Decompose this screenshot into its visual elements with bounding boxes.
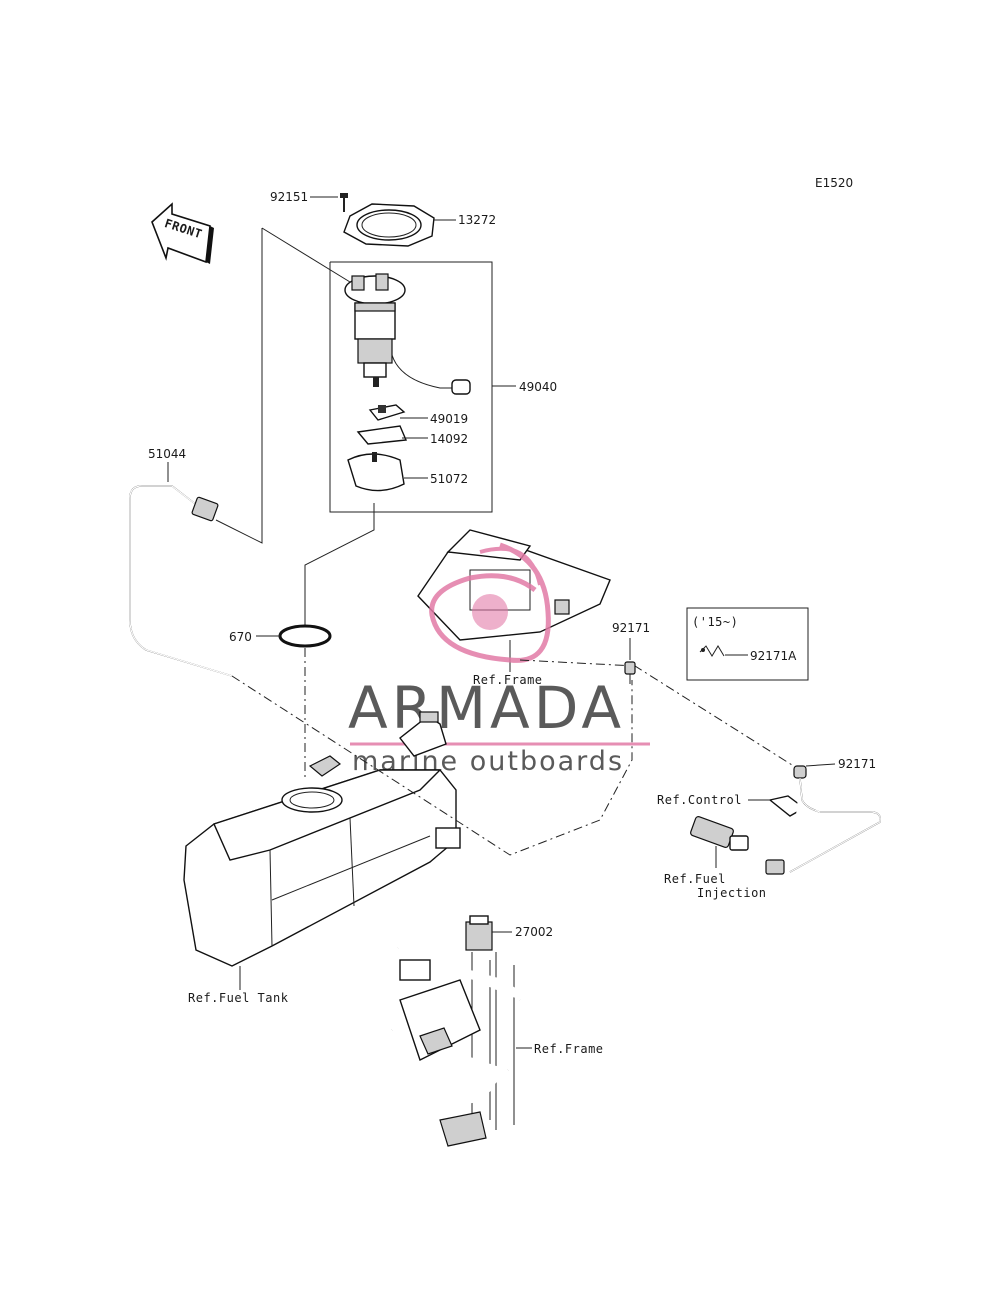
armada-watermark-logo bbox=[350, 542, 650, 746]
front-arrow-icon: FRONT bbox=[151, 202, 214, 264]
ref-frame-bottom: Ref.Frame bbox=[534, 1042, 604, 1056]
ref-fuel-injection-line2: Injection bbox=[697, 886, 767, 900]
o-ring-670-icon bbox=[278, 624, 332, 648]
watermark-title: ARMADA bbox=[348, 674, 625, 742]
label-92171-top: 92171 bbox=[612, 621, 650, 635]
routing-line-1 bbox=[231, 675, 633, 856]
fuel-injector-ref bbox=[690, 816, 749, 851]
label-27002: 27002 bbox=[515, 925, 553, 939]
label-92171A: 92171A bbox=[750, 649, 797, 663]
leader-to-oring bbox=[304, 503, 375, 625]
label-14092: 14092 bbox=[430, 432, 468, 446]
label-670: 670 bbox=[229, 630, 252, 644]
clamp-92171-top-icon bbox=[624, 661, 636, 684]
bolt-92151-icon bbox=[340, 193, 348, 212]
label-13272: 13272 bbox=[458, 213, 496, 227]
label-92171-right: 92171 bbox=[838, 757, 876, 771]
fuel-pump-assembly-icon bbox=[344, 273, 471, 395]
label-51072: 51072 bbox=[430, 472, 468, 486]
diagram-code: E1520 bbox=[815, 176, 853, 190]
fuel-tank-ref bbox=[183, 711, 461, 990]
relay-27002-icon bbox=[465, 915, 493, 951]
frame-bottom-ref bbox=[385, 945, 522, 1147]
ref-fuel-injection-line1: Ref.Fuel bbox=[664, 872, 726, 886]
injection-connector-icon bbox=[765, 859, 785, 875]
clamp-92171A-icon bbox=[699, 645, 725, 657]
fuel-hose-51044 bbox=[129, 485, 233, 677]
ref-control: Ref.Control bbox=[657, 793, 742, 807]
leader-hose-connector bbox=[215, 228, 263, 544]
ref-frame-top: Ref.Frame bbox=[473, 673, 543, 687]
fuel-hose-right bbox=[789, 777, 881, 873]
inset-label: ('15~) bbox=[692, 615, 738, 629]
label-49040: 49040 bbox=[519, 380, 557, 394]
plate-14092-icon bbox=[356, 425, 408, 445]
group-bracket-49040 bbox=[329, 261, 493, 513]
label-92151: 92151 bbox=[270, 190, 308, 204]
ref-fuel-tank: Ref.Fuel Tank bbox=[188, 991, 289, 1005]
clamp-92171-right-icon bbox=[793, 765, 807, 779]
leader-pump-top bbox=[261, 227, 351, 283]
inset-box bbox=[686, 607, 809, 681]
label-49019: 49019 bbox=[430, 412, 468, 426]
plate-13272-icon bbox=[343, 203, 435, 247]
case-51072-icon bbox=[347, 452, 405, 492]
filter-49019-icon bbox=[368, 404, 406, 421]
label-51044: 51044 bbox=[148, 447, 186, 461]
hose-connector-icon bbox=[191, 496, 219, 522]
